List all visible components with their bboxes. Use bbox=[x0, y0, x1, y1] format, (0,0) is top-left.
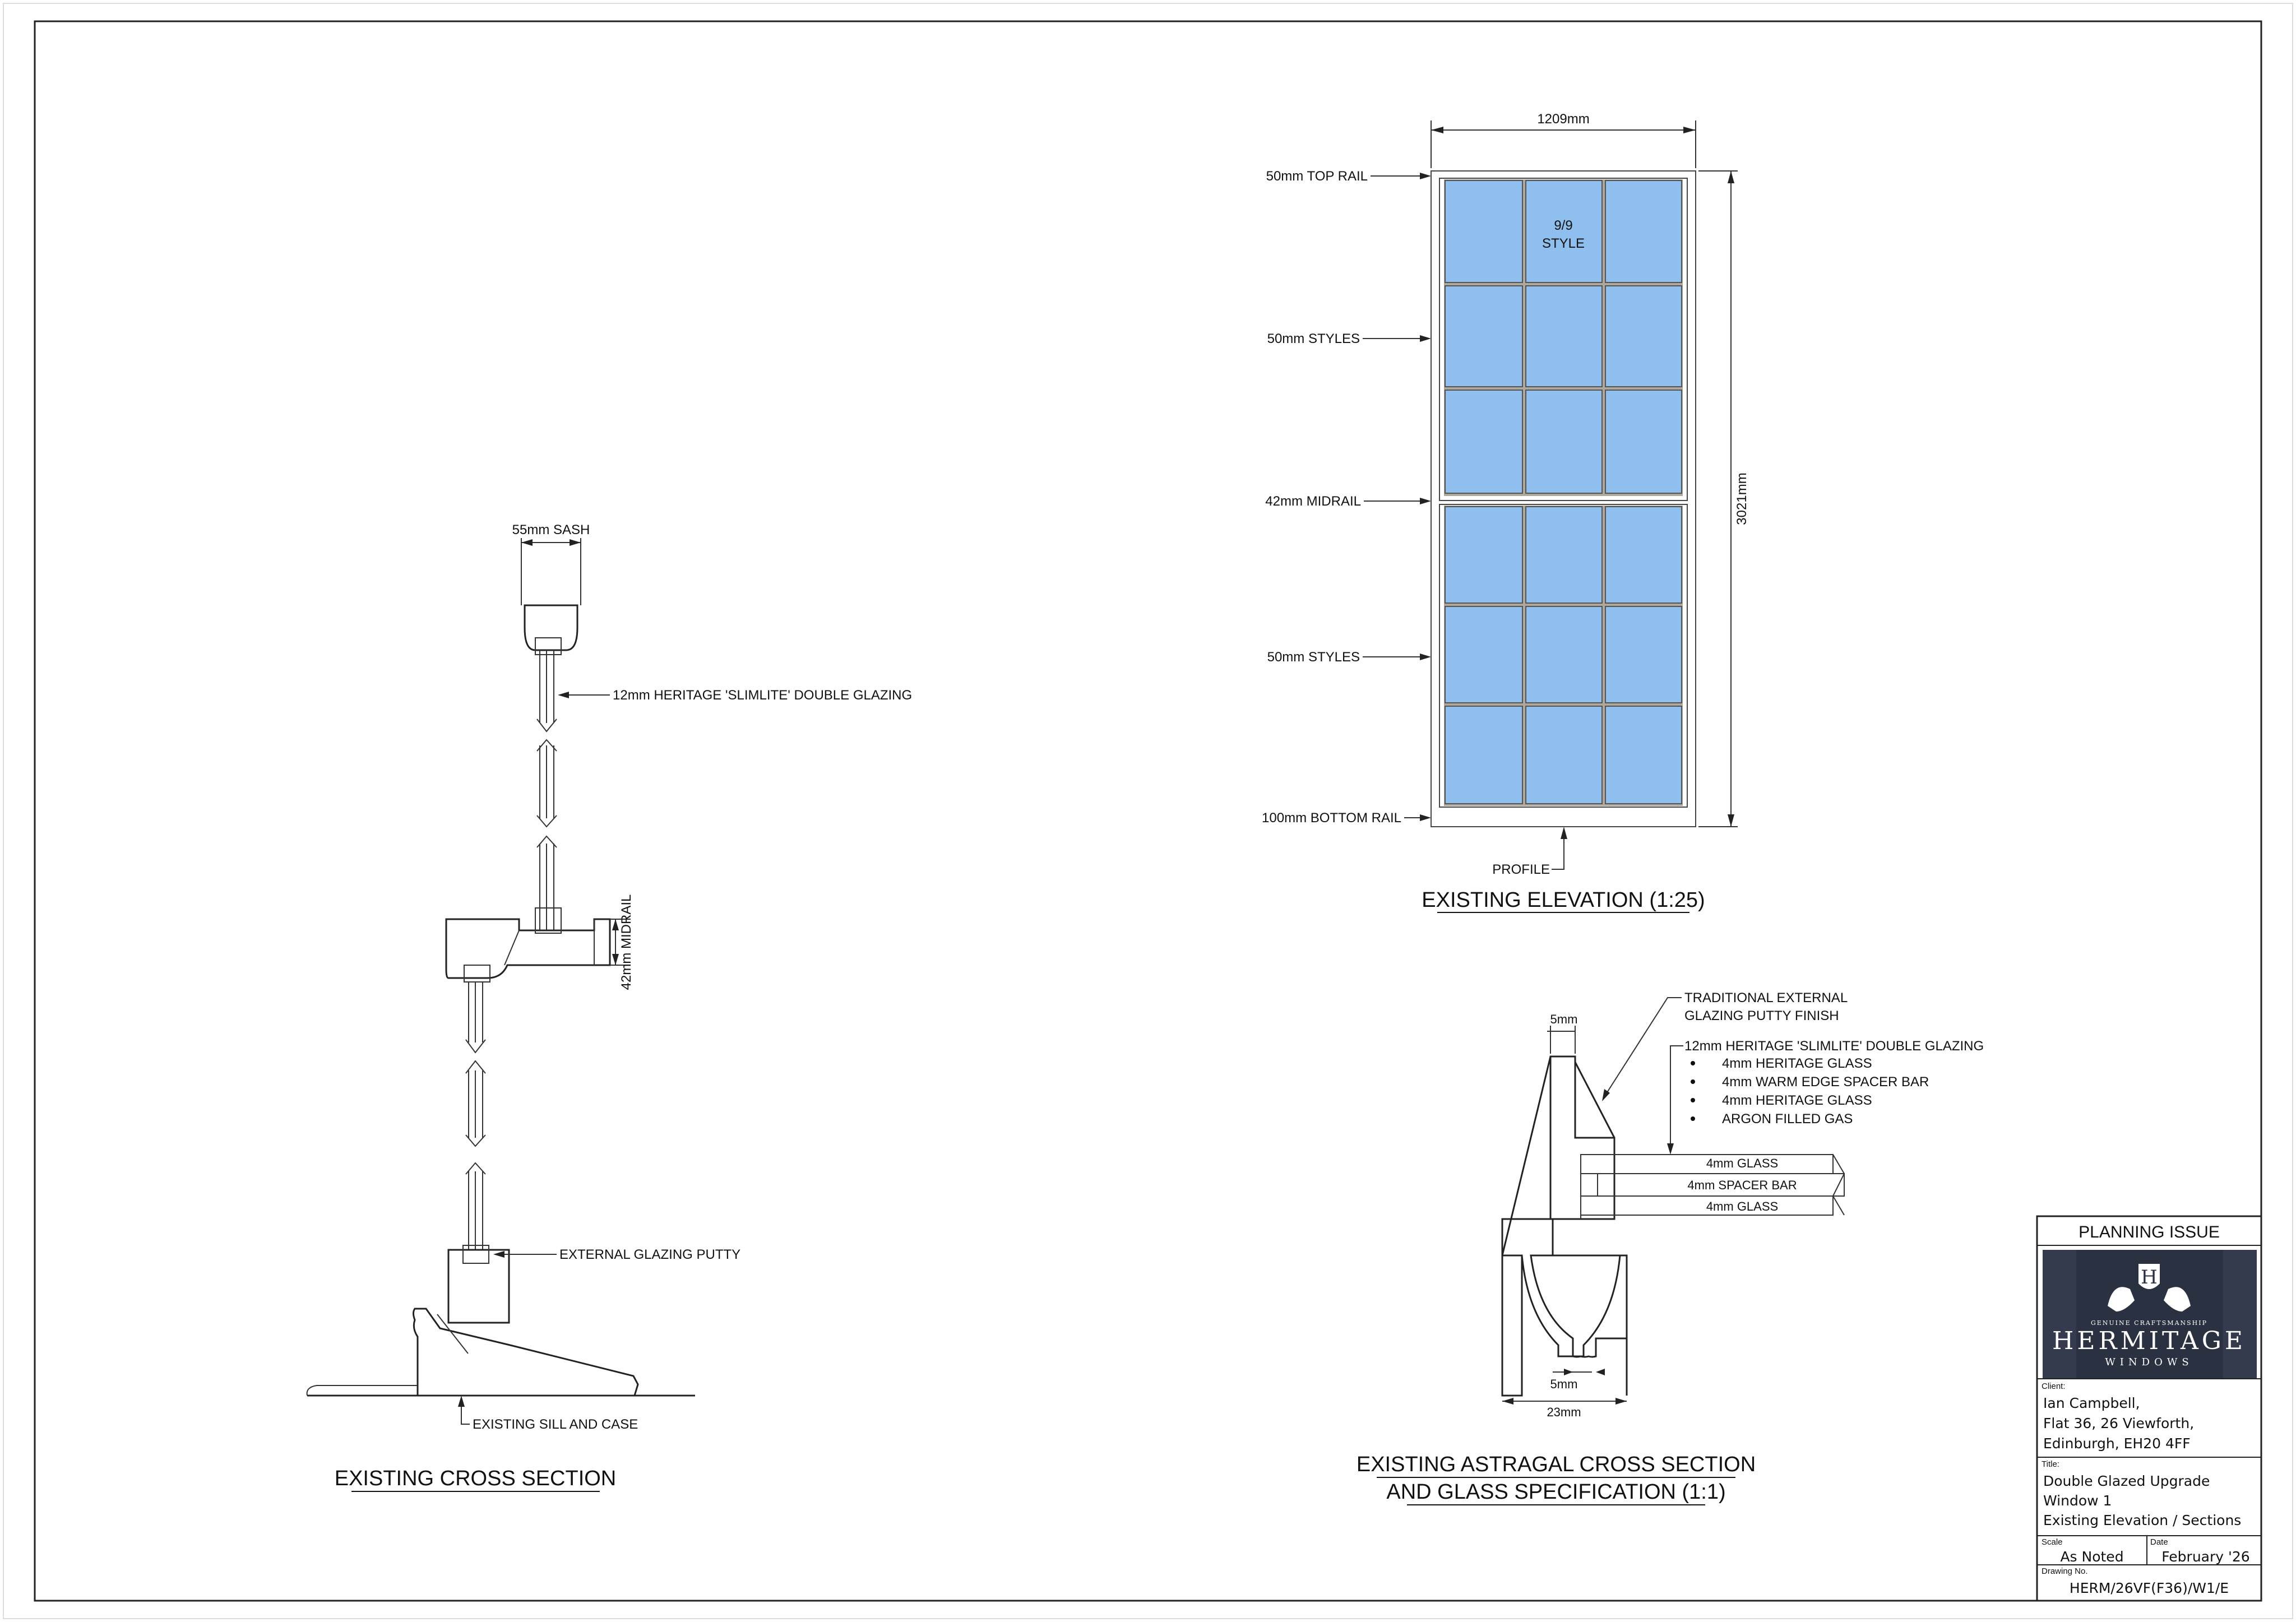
label-styles-lower: 50mm STYLES bbox=[1267, 650, 1360, 665]
client-line-3: Edinburgh, EH20 4FF bbox=[2043, 1435, 2191, 1452]
planning-issue-header: PLANNING ISSUE bbox=[2079, 1223, 2220, 1241]
sill-label: EXISTING SILL AND CASE bbox=[473, 1417, 638, 1432]
date-label: Date bbox=[2150, 1537, 2168, 1547]
layer-bottom-glass: 4mm GLASS bbox=[1706, 1199, 1778, 1213]
scale-value: As Noted bbox=[2060, 1549, 2123, 1565]
drawing-no-value: HERM/26VF(F36)/W1/E bbox=[2070, 1580, 2229, 1596]
astragal-title-line2: AND GLASS SPECIFICATION (1:1) bbox=[1386, 1480, 1725, 1504]
spec-item-3: 4mm HERITAGE GLASS bbox=[1722, 1093, 1872, 1108]
client-line-2: Flat 36, 26 Viewforth, bbox=[2043, 1415, 2194, 1431]
label-styles-upper: 50mm STYLES bbox=[1267, 331, 1360, 346]
title-line-1: Double Glazed Upgrade bbox=[2043, 1473, 2210, 1489]
putty-finish-line2: GLAZING PUTTY FINISH bbox=[1684, 1008, 1839, 1023]
existing-elevation: 1209mm 3021mm 9/9 STYLE bbox=[1262, 112, 1749, 913]
scale-label: Scale bbox=[2042, 1537, 2063, 1547]
hermitage-logo: H GENUINE CRAFTSMANSHIP HERMITAGE WINDOW… bbox=[2043, 1250, 2257, 1379]
logo-sub: WINDOWS bbox=[2105, 1356, 2193, 1368]
astragal-cross-section: 5mm 4mm GLASS 4mm SPACER BAR 4mm GLASS T… bbox=[1357, 990, 1984, 1505]
logo-mark: H bbox=[2141, 1266, 2158, 1289]
client-label: Client: bbox=[2042, 1382, 2066, 1391]
elevation-height-dim: 3021mm bbox=[1734, 472, 1749, 525]
putty-label: EXTERNAL GLAZING PUTTY bbox=[559, 1247, 740, 1262]
sheet-border bbox=[34, 20, 2262, 1602]
astragal-dim-width: 23mm bbox=[1547, 1405, 1581, 1419]
existing-cross-section: 55mm SASH 12mm HERITAGE 'SLIMLITE' DOUBL… bbox=[306, 522, 912, 1492]
title-label: Title: bbox=[2042, 1459, 2059, 1469]
spec-item-2: 4mm WARM EDGE SPACER BAR bbox=[1722, 1074, 1929, 1090]
date-value: February '26 bbox=[2161, 1549, 2249, 1565]
label-top-rail: 50mm TOP RAIL bbox=[1266, 169, 1368, 184]
label-profile: PROFILE bbox=[1492, 862, 1550, 877]
elevation-title: EXISTING ELEVATION (1:25) bbox=[1422, 888, 1705, 912]
sash-dim: 55mm SASH bbox=[512, 522, 590, 537]
spec-item-4: ARGON FILLED GAS bbox=[1722, 1111, 1853, 1127]
logo-tagline: GENUINE CRAFTSMANSHIP bbox=[2091, 1319, 2207, 1327]
sheet-outer-border bbox=[3, 3, 2293, 1619]
astragal-title-line1: EXISTING ASTRAGAL CROSS SECTION bbox=[1357, 1453, 1756, 1476]
layer-spacer: 4mm SPACER BAR bbox=[1687, 1178, 1797, 1192]
elevation-style-text-1: 9/9 bbox=[1554, 218, 1572, 233]
astragal-glazing-title: 12mm HERITAGE 'SLIMLITE' DOUBLE GLAZING bbox=[1684, 1039, 1984, 1054]
label-bottom-rail: 100mm BOTTOM RAIL bbox=[1262, 810, 1401, 826]
elevation-style-text-2: STYLE bbox=[1542, 236, 1585, 251]
label-midrail: 42mm MIDRAIL bbox=[1265, 494, 1361, 509]
midrail-dim: 42mm MIDRAIL bbox=[619, 895, 634, 990]
logo-name: HERMITAGE bbox=[2052, 1327, 2246, 1355]
spec-item-1: 4mm HERITAGE GLASS bbox=[1722, 1056, 1872, 1071]
layer-top-glass: 4mm GLASS bbox=[1706, 1156, 1778, 1170]
client-line-1: Ian Campbell, bbox=[2043, 1395, 2140, 1411]
title-block: PLANNING ISSUE H GENUINE CRAFTSMANSHIP H… bbox=[2036, 1215, 2262, 1602]
drawing-no-label: Drawing No. bbox=[2042, 1567, 2088, 1576]
elevation-width-dim: 1209mm bbox=[1537, 112, 1589, 127]
putty-finish-line1: TRADITIONAL EXTERNAL bbox=[1684, 990, 1848, 1005]
title-line-2: Window 1 bbox=[2043, 1493, 2112, 1509]
title-line-3: Existing Elevation / Sections bbox=[2043, 1512, 2241, 1528]
cross-section-title: EXISTING CROSS SECTION bbox=[335, 1467, 617, 1490]
astragal-dim-bottom: 5mm bbox=[1550, 1377, 1578, 1391]
cross-glazing-label: 12mm HERITAGE 'SLIMLITE' DOUBLE GLAZING bbox=[613, 688, 912, 703]
astragal-dim-top: 5mm bbox=[1550, 1012, 1578, 1026]
